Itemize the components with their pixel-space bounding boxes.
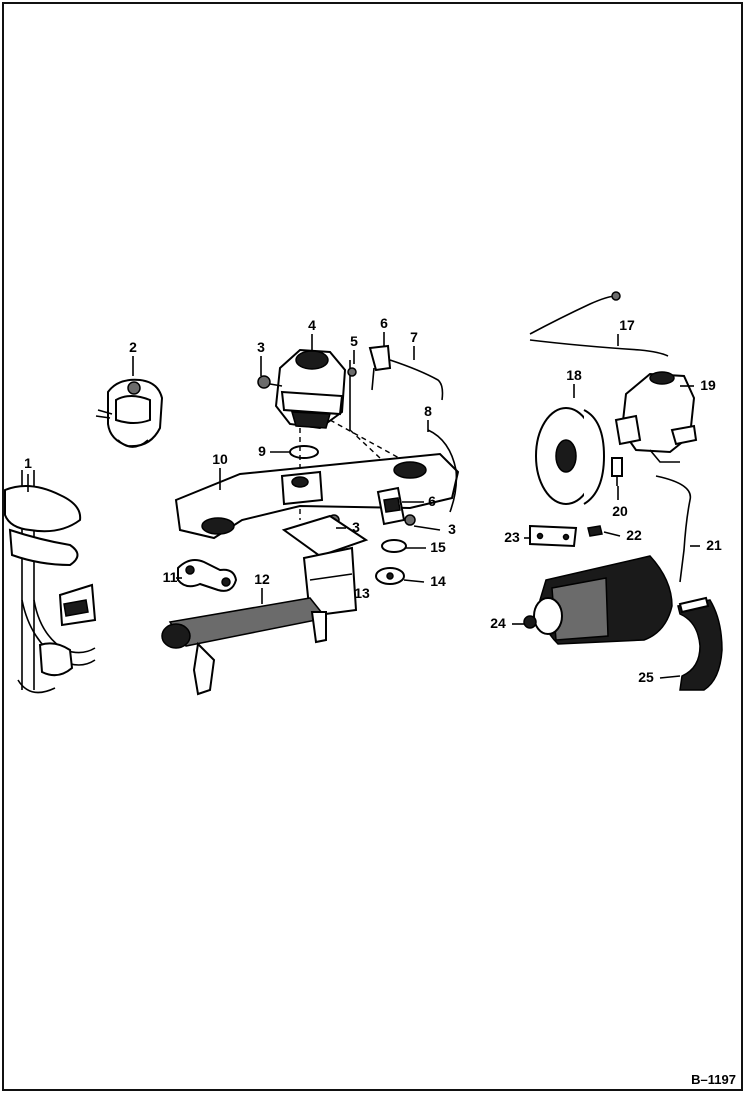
part-7-fuel-line (389, 359, 444, 401)
callout-18: 18 (566, 367, 582, 383)
part-9-gasket (289, 445, 319, 459)
callout-3: 3 (257, 339, 265, 355)
part-4-carburetor (257, 348, 347, 430)
callout-6-lower: 6 (428, 493, 436, 509)
part-15-gasket (381, 539, 407, 553)
callout-15: 15 (430, 539, 446, 555)
part-1-hose-assembly (4, 470, 97, 694)
leader-lines (27, 332, 700, 679)
part-25-shield (677, 596, 723, 691)
callout-23: 23 (504, 529, 520, 545)
callout-8: 8 (424, 403, 432, 419)
part-19-pump (614, 371, 698, 463)
part-21-line (655, 475, 692, 583)
callout-4: 4 (308, 317, 316, 333)
callout-19: 19 (700, 377, 716, 393)
part-6-bracket (368, 344, 392, 391)
callout-21: 21 (706, 537, 722, 553)
callout-9: 9 (258, 443, 266, 459)
callout-11: 11 (163, 569, 178, 585)
callout-6: 6 (380, 315, 388, 331)
part-20-sensor (611, 457, 623, 486)
part-24-starter (523, 555, 673, 645)
callout-24: 24 (490, 615, 506, 631)
figure-reference: B–1197 (691, 1072, 736, 1087)
part-23-plate (529, 524, 578, 548)
part-13-bracket (281, 514, 369, 618)
part-6-lower-fitting (376, 486, 406, 526)
part-11-gasket (177, 559, 238, 592)
part-14-gasket (375, 567, 405, 585)
part-2-fuel-pump (95, 378, 164, 448)
part-10-intake-manifold (174, 452, 460, 540)
part-17-cable (529, 291, 669, 357)
callout-14: 14 (430, 573, 446, 589)
callout-10: 10 (212, 451, 228, 467)
callout-17: 17 (619, 317, 635, 333)
part-22-plug (587, 525, 603, 537)
part-8-fuel-line (427, 429, 458, 513)
callout-22: 22 (626, 527, 642, 543)
callout-12: 12 (254, 571, 270, 587)
part-5-linkage (347, 360, 357, 430)
callout-20: 20 (612, 503, 628, 519)
callout-3-lower-b: 3 (448, 521, 456, 537)
callout-25: 25 (638, 669, 654, 685)
callout-13: 13 (354, 585, 370, 601)
part-18-end-plate (535, 407, 606, 505)
callouts: 1 2 3 4 5 6 7 8 9 10 6 3 3 15 11 12 13 1… (24, 315, 722, 685)
callout-2: 2 (129, 339, 137, 355)
part-12-exhaust-muffler (161, 597, 328, 696)
callout-5: 5 (350, 333, 358, 349)
callout-3-lower-a: 3 (352, 519, 360, 535)
callout-7: 7 (410, 329, 418, 345)
callout-1: 1 (24, 455, 32, 471)
